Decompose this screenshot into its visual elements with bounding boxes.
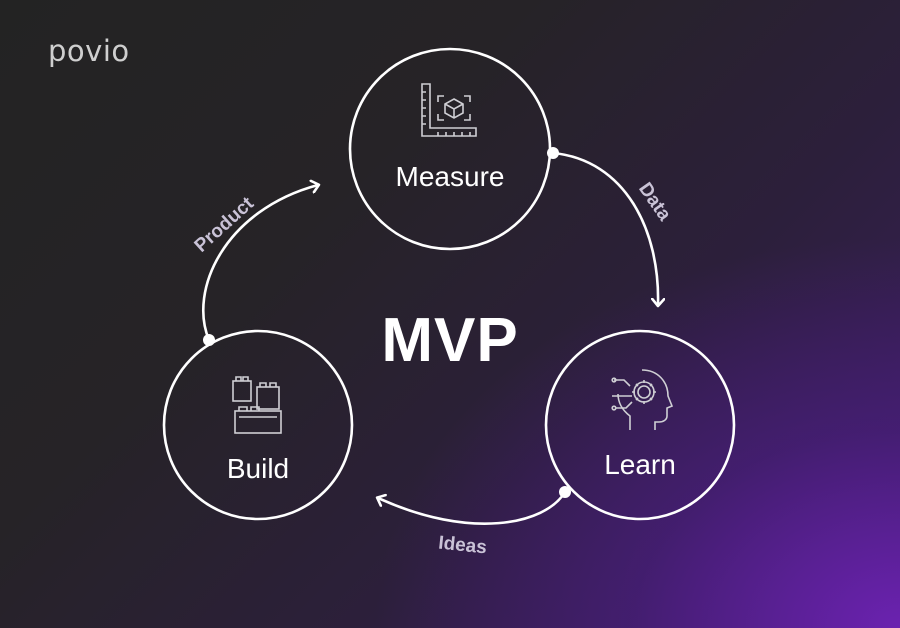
node-learn-circle	[544, 329, 736, 521]
node-measure: Measure	[348, 47, 552, 251]
node-learn: Learn	[544, 329, 736, 521]
edge-product-start-dot	[203, 334, 215, 346]
ruler-cube-icon	[421, 83, 477, 137]
edge-product-arrow	[201, 185, 318, 342]
edge-measure-to-learn: Data	[547, 147, 675, 305]
node-measure-label: Measure	[396, 161, 505, 192]
edge-learn-to-build: Ideas	[378, 486, 571, 559]
node-build: Build	[162, 329, 354, 521]
edge-ideas-arrow	[378, 490, 567, 525]
node-measure-circle	[348, 47, 552, 251]
node-build-label: Build	[227, 453, 289, 484]
head-gear-icon	[611, 369, 674, 430]
blocks-icon	[232, 376, 282, 434]
povio-logo: povio	[48, 34, 130, 68]
edge-ideas-label: Ideas	[437, 533, 488, 559]
node-learn-label: Learn	[604, 449, 676, 480]
node-build-circle	[162, 329, 354, 521]
edge-data-start-dot	[547, 147, 559, 159]
edge-data-arrow	[551, 151, 658, 305]
diagram-title: MVP	[381, 306, 519, 375]
edge-ideas-start-dot	[559, 486, 571, 498]
